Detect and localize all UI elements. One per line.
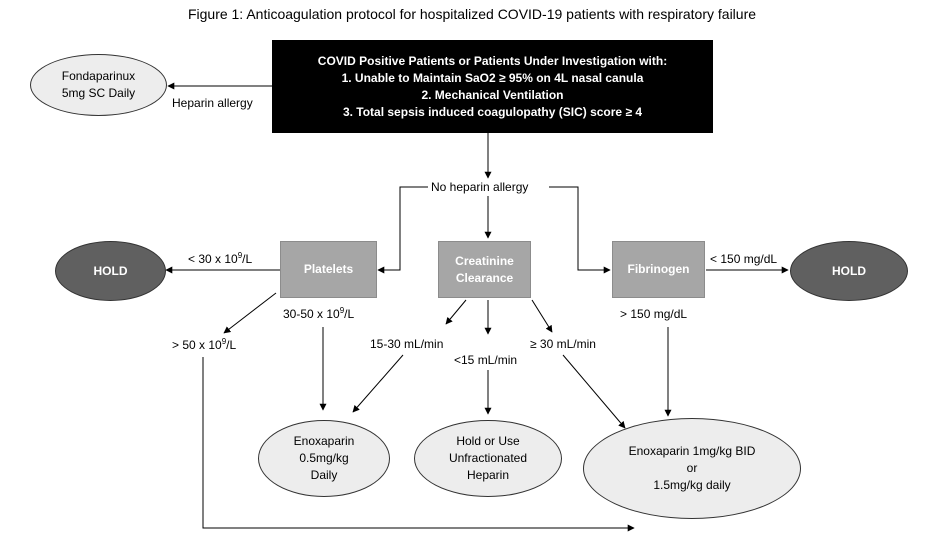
- hold-label: HOLD: [832, 263, 866, 278]
- arrow-to-platelets: [377, 186, 428, 274]
- criteria-line: 1. Unable to Maintain SaO2 ≥ 95% on 4L n…: [341, 70, 644, 85]
- platelets-low-label: < 30 x 109/L: [188, 251, 253, 267]
- criteria-line: COVID Positive Patients or Patients Unde…: [317, 53, 668, 68]
- enoxaparin-low-line: Daily: [310, 468, 338, 482]
- enoxaparin-low-line: 0.5mg/kg: [299, 451, 349, 465]
- fibrinogen-node: Fibrinogen: [612, 241, 705, 298]
- criteria-line: 2. Mechanical Ventilation: [421, 87, 564, 102]
- enoxaparin-full-line: 1.5mg/kg daily: [653, 478, 731, 492]
- hold-node-fibrinogen: HOLD: [790, 241, 908, 301]
- hold-label: HOLD: [93, 263, 128, 278]
- fondaparinux-line: Fondaparinux: [61, 69, 136, 83]
- arrow-to-fibrinogen: [549, 186, 611, 274]
- fondaparinux-line: 5mg SC Daily: [61, 86, 136, 100]
- arrow-crcl-mid: [445, 299, 467, 325]
- arrow-platelets-high-to-enox-full: [202, 357, 635, 532]
- heparin-allergy-label: Heparin allergy: [172, 96, 253, 110]
- arrow-crcl-high-to-enox-full: [562, 354, 626, 429]
- hold-ufh-line: Hold or Use: [456, 434, 520, 448]
- hold-node-platelets: HOLD: [55, 241, 166, 301]
- enoxaparin-low-line: Enoxaparin: [293, 434, 355, 448]
- platelets-label: Platelets: [303, 262, 354, 276]
- crcl-low-label: <15 mL/min: [454, 353, 518, 367]
- hold-or-ufh-node: Hold or Use Unfractionated Heparin: [414, 420, 562, 497]
- arrow-crcl-mid-to-enox-low: [352, 354, 404, 413]
- platelets-node: Platelets: [280, 241, 377, 298]
- creatinine-label-line: Clearance: [455, 270, 514, 285]
- arrow-crcl-high: [531, 299, 553, 333]
- crcl-high-label: ≥ 30 mL/min: [530, 337, 596, 351]
- platelets-high-label: > 50 x 109/L: [172, 337, 237, 353]
- figure-title: Figure 1: Anticoagulation protocol for h…: [187, 6, 757, 22]
- enoxaparin-low-dose-node: Enoxaparin 0.5mg/kg Daily: [258, 420, 390, 497]
- criteria-line: 3. Total sepsis induced coagulopathy (SI…: [342, 104, 643, 119]
- platelets-mid-label: 30-50 x 109/L: [283, 306, 355, 322]
- fondaparinux-node: Fondaparinux 5mg SC Daily: [30, 54, 167, 116]
- enoxaparin-full-line: Enoxaparin 1mg/kg BID: [628, 444, 756, 458]
- hold-ufh-line: Heparin: [466, 468, 510, 482]
- enoxaparin-full-line: or: [686, 461, 698, 475]
- fibrinogen-high-label: > 150 mg/dL: [620, 307, 688, 321]
- no-heparin-allergy-label: No heparin allergy: [431, 180, 529, 194]
- creatinine-clearance-node: Creatinine Clearance: [438, 241, 531, 298]
- fibrinogen-label: Fibrinogen: [627, 262, 690, 276]
- crcl-mid-label: 15-30 mL/min: [370, 337, 444, 351]
- arrow-platelets-high: [223, 292, 277, 334]
- fibrinogen-low-label: < 150 mg/dL: [710, 252, 778, 266]
- hold-ufh-line: Unfractionated: [448, 451, 528, 465]
- creatinine-label-line: Creatinine: [455, 253, 514, 268]
- enoxaparin-full-dose-node: Enoxaparin 1mg/kg BID or 1.5mg/kg daily: [583, 418, 801, 519]
- criteria-box: COVID Positive Patients or Patients Unde…: [272, 40, 713, 133]
